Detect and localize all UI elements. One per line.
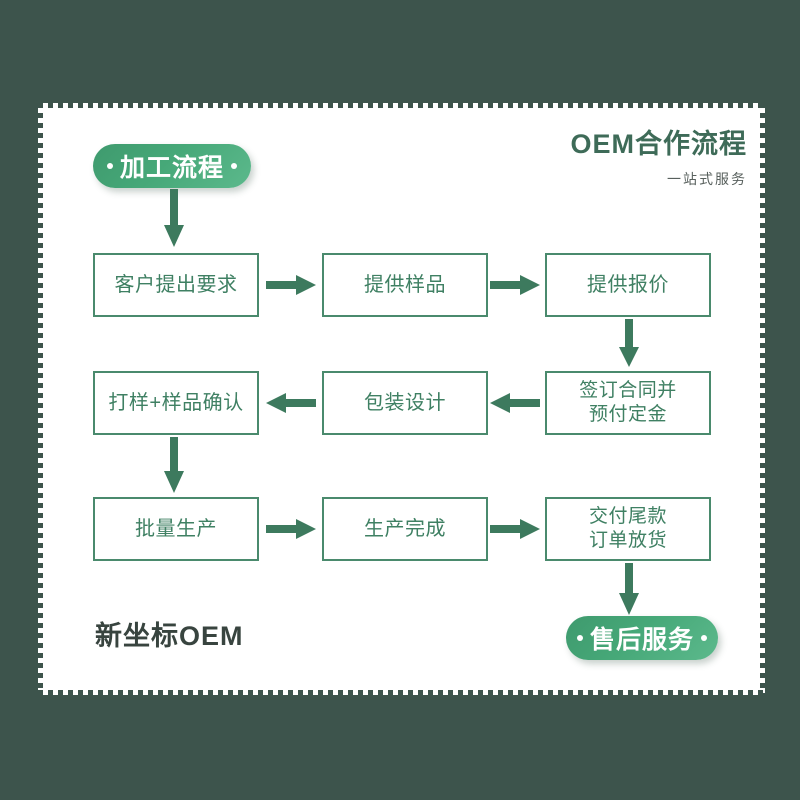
page-title: OEM合作流程 [570,129,747,159]
bullet-dot-icon [231,163,237,169]
flowchart-card: 加工流程 OEM合作流程 一站式服务 客户提出要求 提供样品 提供报价 打样+样… [38,103,765,695]
flow-node-label-line2: 预付定金 [588,404,667,425]
after-sales-badge: 售后服务 [566,616,718,660]
page-subtitle: 一站式服务 [667,171,747,188]
arrow-down-icon [617,319,641,367]
heading-block: OEM合作流程 一站式服务 [570,129,747,189]
arrow-left-icon [266,391,316,415]
flow-node-label-line2: 订单放货 [588,530,667,551]
flow-node-label-line1: 签订合同并 [579,380,677,402]
flow-node-label: 生产完成 [364,517,446,540]
arrow-right-icon [490,517,540,541]
flow-node-final-payment-release: 交付尾款 订单放货 [545,497,711,561]
brand-label: 新坐标OEM [95,621,244,651]
after-sales-badge-label: 售后服务 [589,626,694,654]
flow-node-label-line1: 交付尾款 [588,506,667,528]
arrow-down-icon [162,437,186,493]
arrow-right-icon [490,273,540,297]
arrow-left-icon [490,391,540,415]
flow-node-label: 打样+样品确认 [108,391,244,414]
flow-node-label: 签订合同并 预付定金 [579,379,677,427]
process-badge-label: 加工流程 [119,154,224,182]
bullet-dot-icon [106,163,113,169]
process-badge: 加工流程 [93,144,251,188]
flow-node-proof-sample-confirm: 打样+样品确认 [93,371,259,435]
flow-node-label: 客户提出要求 [114,273,238,296]
flow-node-production-complete: 生产完成 [322,497,488,561]
flow-node-sign-contract-deposit: 签订合同并 预付定金 [545,371,711,435]
flow-node-provide-sample: 提供样品 [322,253,488,317]
flow-node-label: 提供样品 [364,273,446,296]
flowchart-canvas: 加工流程 OEM合作流程 一站式服务 客户提出要求 提供样品 提供报价 打样+样… [38,103,765,695]
flow-node-packaging-design: 包装设计 [322,371,488,435]
bullet-dot-icon [576,635,583,641]
flow-node-label: 批量生产 [135,517,217,540]
bullet-dot-icon [701,635,707,641]
arrow-down-icon [162,189,186,247]
arrow-right-icon [266,273,316,297]
arrow-right-icon [266,517,316,541]
flow-node-customer-request: 客户提出要求 [93,253,259,317]
arrow-down-icon [617,563,641,615]
flow-node-label: 提供报价 [587,273,669,296]
flow-node-provide-quote: 提供报价 [545,253,711,317]
flow-node-label: 包装设计 [364,391,446,414]
flow-node-label: 交付尾款 订单放货 [589,505,667,553]
flow-node-mass-production: 批量生产 [93,497,259,561]
